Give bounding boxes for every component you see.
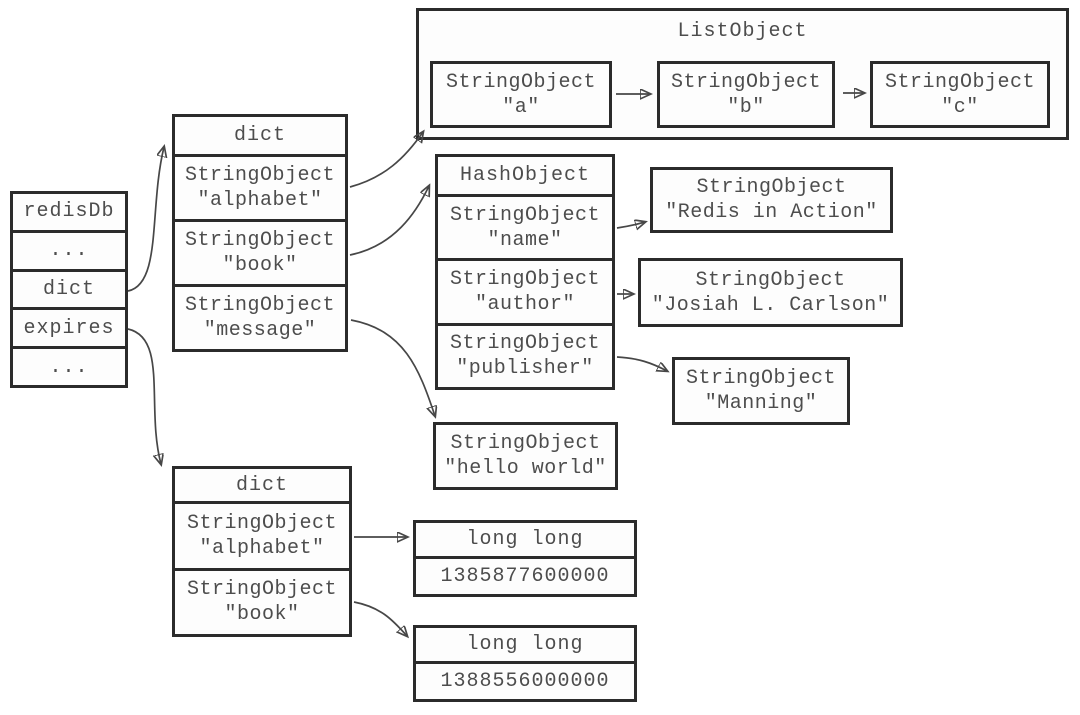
- entry-value: "message": [203, 319, 317, 342]
- value-hello-world: StringObject "hello world": [433, 422, 618, 490]
- list-item-c: StringObject "c": [870, 61, 1050, 128]
- main-dict-entry-book: StringObject "book": [175, 219, 345, 284]
- entry-value: "alphabet": [197, 189, 323, 212]
- entry-type: StringObject: [184, 294, 336, 317]
- entry-type: StringObject: [450, 432, 601, 455]
- arrow-name-to-value: [616, 222, 645, 228]
- hash-object-node: HashObject StringObject "name" StringObj…: [435, 154, 615, 390]
- entry-type: StringObject: [449, 203, 601, 227]
- longlong-timestamp: 1385877600000: [416, 556, 634, 594]
- expires-entry-alphabet: StringObject "alphabet": [175, 501, 349, 568]
- entry-type: StringObject: [184, 229, 336, 252]
- entry-type: StringObject: [685, 367, 837, 390]
- redisdb-row-expires: expires: [13, 307, 125, 346]
- longlong-book-node: long long 1388556000000: [413, 625, 637, 702]
- longlong-alphabet-node: long long 1385877600000: [413, 520, 637, 597]
- redisdb-node: redisDb ... dict expires ...: [10, 191, 128, 388]
- entry-type: StringObject: [445, 70, 597, 94]
- entry-value: "Josiah L. Carlson": [651, 293, 890, 317]
- entry-value: "author": [474, 292, 575, 316]
- entry-value: "name": [487, 228, 563, 252]
- hash-entry-author: StringObject "author": [438, 258, 612, 322]
- hash-entry-publisher: StringObject "publisher": [438, 322, 612, 387]
- entry-type: StringObject: [695, 268, 846, 292]
- list-object-node: ListObject StringObject "a" StringObject…: [416, 8, 1069, 140]
- hash-entry-name: StringObject "name": [438, 194, 612, 258]
- redisdb-row-ellipsis-top: ...: [13, 229, 125, 269]
- entry-type: StringObject: [184, 164, 336, 187]
- entry-type: StringObject: [670, 70, 822, 94]
- longlong-type: long long: [466, 528, 584, 551]
- arrow-book-to-hashobject: [349, 186, 429, 256]
- value-josiah-carlson: StringObject "Josiah L. Carlson": [638, 258, 903, 327]
- main-dict-entry-message: StringObject "message": [175, 284, 345, 349]
- entry-type: StringObject: [186, 511, 338, 535]
- arrow-expires-book-to-longlong: [353, 601, 407, 636]
- entry-type: StringObject: [696, 176, 847, 199]
- arrow-redisdb-dict-to-main-dict: [127, 147, 164, 292]
- list-item-a: StringObject "a": [430, 61, 612, 128]
- entry-value: "a": [502, 95, 540, 119]
- entry-value: "Manning": [704, 392, 818, 415]
- entry-value: "book": [222, 254, 298, 277]
- entry-value: "alphabet": [199, 536, 325, 560]
- entry-type: StringObject: [884, 70, 1036, 94]
- arrow-redisdb-expires-to-expires-dict: [127, 328, 161, 464]
- expires-dict-header: dict: [235, 473, 288, 497]
- redisdb-row-dict: dict: [13, 268, 125, 308]
- main-dict-entry-alphabet: StringObject "alphabet": [175, 154, 345, 219]
- entry-value: "hello world": [444, 457, 607, 480]
- entry-value: "publisher": [456, 357, 594, 381]
- arrow-publisher-to-value: [616, 356, 667, 371]
- value-manning: StringObject "Manning": [672, 357, 850, 425]
- expires-dict-node: dict StringObject "alphabet" StringObjec…: [172, 466, 352, 637]
- value-redis-in-action: StringObject "Redis in Action": [650, 167, 893, 233]
- redisdb-row-title: redisDb: [23, 200, 115, 224]
- list-item-b: StringObject "b": [657, 61, 835, 128]
- entry-type: StringObject: [449, 267, 601, 291]
- entry-type: StringObject: [186, 578, 338, 602]
- expires-entry-book: StringObject "book": [175, 567, 349, 635]
- main-dict-node: dict StringObject "alphabet" StringObjec…: [172, 114, 348, 352]
- entry-value: "c": [941, 95, 979, 119]
- arrow-alphabet-to-listobject: [349, 132, 423, 188]
- main-dict-header: dict: [233, 124, 286, 147]
- longlong-timestamp: 1388556000000: [416, 661, 634, 699]
- entry-type: StringObject: [449, 332, 601, 356]
- hash-object-header: HashObject: [459, 164, 591, 187]
- arrow-message-to-hello-world: [350, 319, 435, 416]
- entry-value: "Redis in Action": [665, 201, 878, 224]
- longlong-type: long long: [466, 633, 584, 656]
- redisdb-row-ellipsis-bottom: ...: [13, 346, 125, 385]
- entry-value: "book": [224, 603, 300, 627]
- entry-value: "b": [727, 95, 765, 119]
- list-object-title: ListObject: [677, 20, 808, 43]
